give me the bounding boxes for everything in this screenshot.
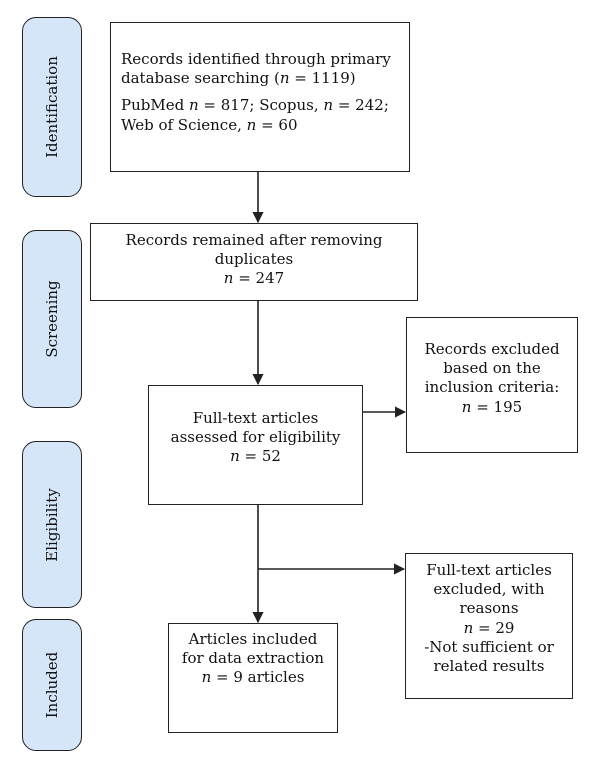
stage-eligibility-label: Eligibility — [43, 487, 61, 562]
articles-included-title: Articles included for data extraction — [181, 630, 325, 668]
full-text-assessed-box: Full-text articles assessed for eligibil… — [148, 385, 363, 505]
stage-included-label: Included — [43, 651, 61, 719]
database-breakdown-text: PubMed n = 817; Scopus, n = 242; Web of … — [121, 96, 389, 134]
stage-eligibility: Eligibility — [22, 441, 82, 608]
records-after-duplicates-title: Records remained after removing duplicat… — [125, 231, 383, 269]
stage-identification-label: Identification — [43, 56, 61, 158]
full-text-assessed-title: Full-text articles assessed for eligibil… — [170, 409, 341, 447]
records-after-duplicates-count: n = 247 — [223, 269, 285, 288]
records-identified-text: Records identified through primary datab… — [121, 50, 391, 88]
full-text-excluded-reason: -Not sufficient or related results — [424, 637, 554, 675]
full-text-excluded-title: Full-text articles excluded, with reason… — [426, 561, 552, 618]
full-text-excluded-count: n = 29 — [463, 618, 515, 637]
records-identified-box: Records identified through primary datab… — [110, 22, 410, 172]
articles-included-count: n = 9 articles — [201, 668, 305, 687]
records-after-duplicates-box: Records remained after removing duplicat… — [90, 223, 418, 301]
stage-included: Included — [22, 619, 82, 751]
prisma-flow-diagram: Identification Screening Eligibility Inc… — [10, 7, 590, 757]
stage-screening-label: Screening — [43, 280, 61, 358]
articles-included-box: Articles included for data extraction n … — [168, 623, 338, 733]
stage-screening: Screening — [22, 230, 82, 408]
records-excluded-count: n = 195 — [461, 397, 523, 416]
records-excluded-title: Records excluded based on the inclusion … — [424, 340, 560, 397]
full-text-assessed-count: n = 52 — [230, 447, 281, 466]
stage-identification: Identification — [22, 17, 82, 197]
full-text-excluded-box: Full-text articles excluded, with reason… — [405, 553, 573, 699]
records-excluded-box: Records excluded based on the inclusion … — [406, 317, 578, 453]
